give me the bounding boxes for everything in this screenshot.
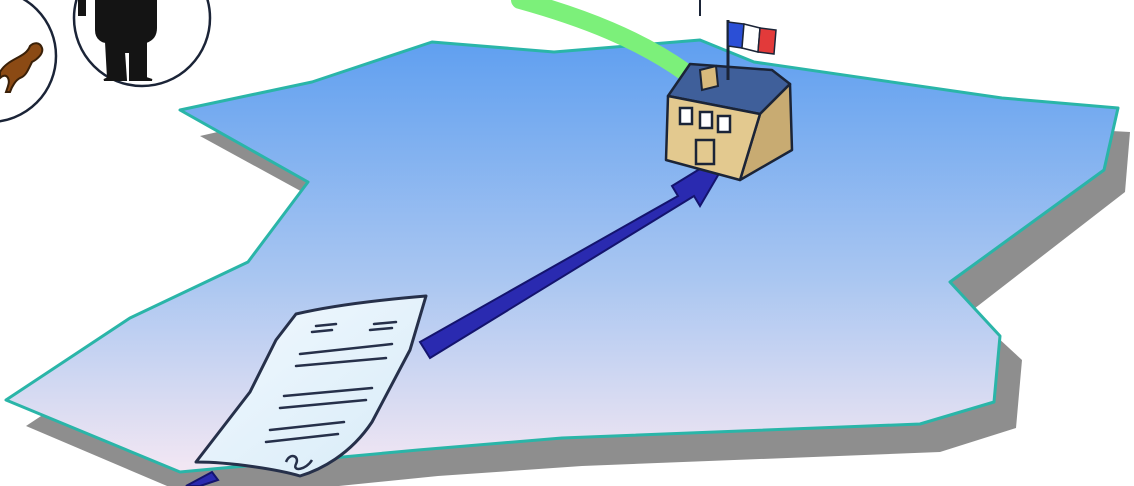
arrow [185, 147, 735, 486]
green-link [511, 0, 694, 81]
town-hall-building [664, 62, 794, 182]
french-flag [726, 20, 777, 80]
document [194, 294, 428, 478]
france-map [4, 38, 1120, 474]
person-figure [72, 0, 212, 88]
dog-figure [0, 0, 58, 123]
